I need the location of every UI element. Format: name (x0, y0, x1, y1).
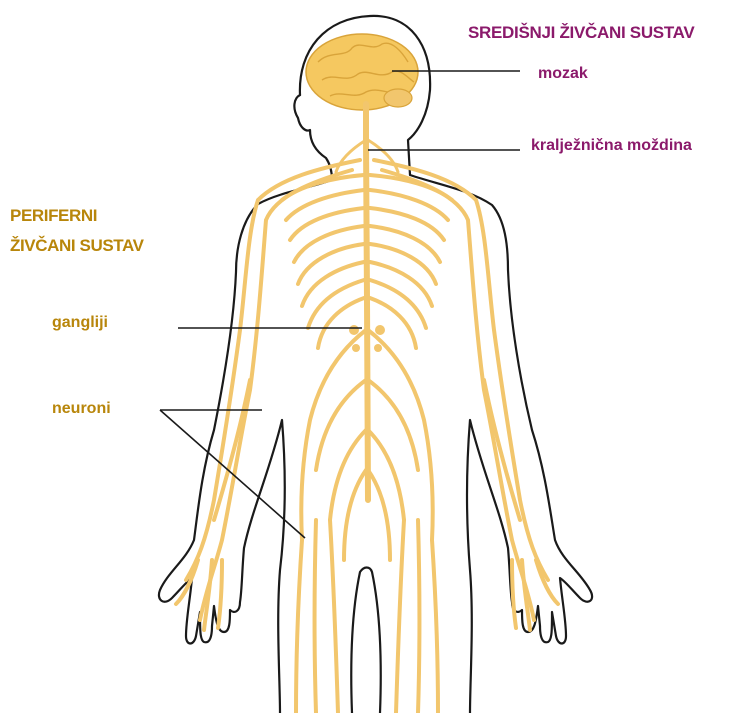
pns-title-line1: PERIFERNI (10, 207, 97, 224)
brain-shape (306, 34, 418, 110)
neurons-label: neuroni (52, 401, 111, 417)
pns-title-line2: ŽIVČANI SUSTAV (10, 237, 144, 254)
cns-title: SREDIŠNJI ŽIVČANI SUSTAV (468, 24, 694, 41)
brain-label: mozak (538, 66, 588, 82)
spinal-cord-label: kralježnična moždina (531, 138, 692, 154)
ganglia-label: gangliji (52, 315, 108, 331)
nerve-network (176, 104, 558, 713)
